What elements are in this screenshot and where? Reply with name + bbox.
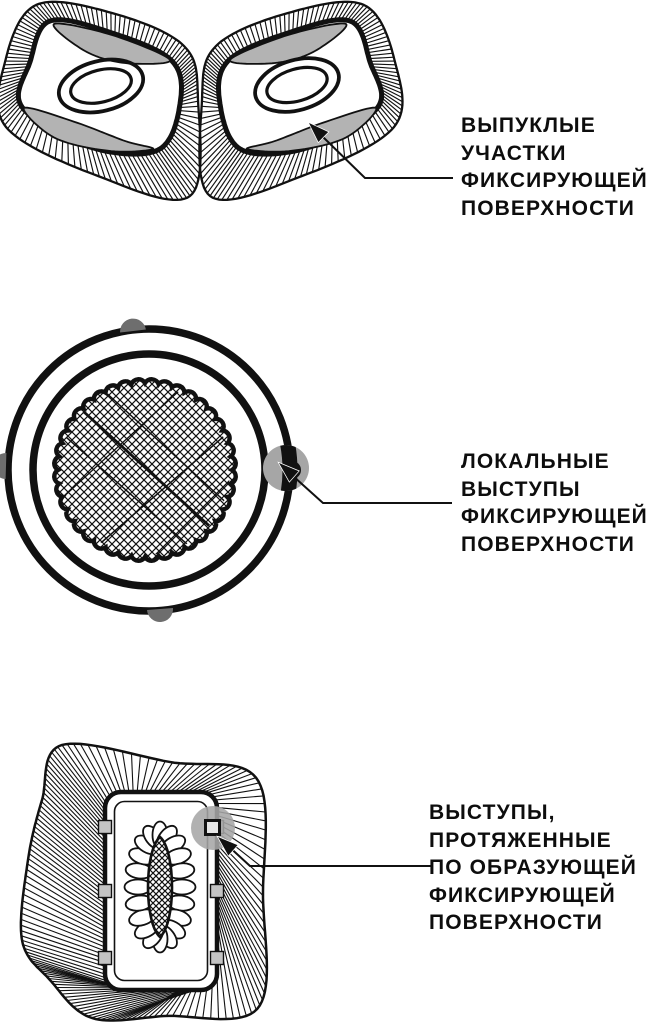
highlighted-protrusion-square	[204, 819, 221, 836]
label-convex-areas: ВЫПУКЛЫЕ УЧАСТКИ ФИКСИРУЮЩЕЙ ПОВЕРХНОСТИ	[461, 112, 648, 222]
label-line: ПОВЕРХНОСТИ	[429, 911, 603, 934]
convex-area-top	[229, 22, 348, 65]
figure-convex-sections	[0, 0, 453, 202]
core-accent-hatching	[60, 385, 230, 555]
convex-area-bottom	[22, 106, 155, 153]
arrow-icon	[307, 121, 330, 144]
outer-contour	[198, 0, 404, 202]
label-line: ПРОТЯЖЕННЫЕ	[429, 828, 612, 852]
core-lens	[146, 835, 174, 939]
arrow-icon	[277, 461, 300, 483]
label-line: ПО ОБРАЗУЮЩЕЙ	[429, 856, 637, 879]
label-line: УЧАСТКИ	[461, 141, 567, 165]
left-core-ellipses	[56, 57, 146, 115]
label-line: ВЫСТУПЫ	[461, 477, 581, 501]
label-line: ВЫПУКЛЫЕ	[461, 114, 596, 137]
label-line: ПОВЕРХНОСТИ	[461, 196, 635, 220]
arrow-icon	[216, 835, 239, 857]
fringe-hatching	[0, 1, 201, 201]
label-line: ПОВЕРХНОСТИ	[461, 532, 635, 556]
leader-line-local	[292, 475, 452, 504]
label-line: ФИКСИРУЮЩЕЙ	[461, 505, 648, 528]
knurled-core-disc	[52, 377, 238, 563]
inner-window-line	[113, 800, 209, 982]
right-core-ellipses	[253, 56, 341, 114]
figure-local-protrusions	[0, 318, 452, 623]
label-line: ЛОКАЛЬНЫЕ	[461, 450, 610, 473]
outer-contour	[0, 0, 202, 202]
label-line: ФИКСИРУЮЩЕЙ	[429, 883, 616, 907]
label-line: ФИКСИРУЮЩЕЙ	[461, 169, 648, 192]
label-extended-protrusions: ВЫСТУПЫ, ПРОТЯЖЕННЫЕ ПО ОБРАЗУЮЩЕЙ ФИКСИ…	[429, 799, 637, 937]
left-section-shape	[0, 0, 202, 202]
right-section-shape	[198, 0, 404, 202]
outer-contour	[19, 742, 269, 1022]
leader-line-extended	[230, 848, 433, 867]
label-line: ВЫСТУПЫ,	[429, 801, 556, 824]
figure-extended-protrusions	[19, 742, 433, 1022]
leader-line-convex	[322, 136, 453, 179]
label-local-protrusions: ЛОКАЛЬНЫЕ ВЫСТУПЫ ФИКСИРУЮЩЕЙ ПОВЕРХНОСТ…	[461, 448, 648, 558]
convex-area-top	[52, 22, 171, 65]
